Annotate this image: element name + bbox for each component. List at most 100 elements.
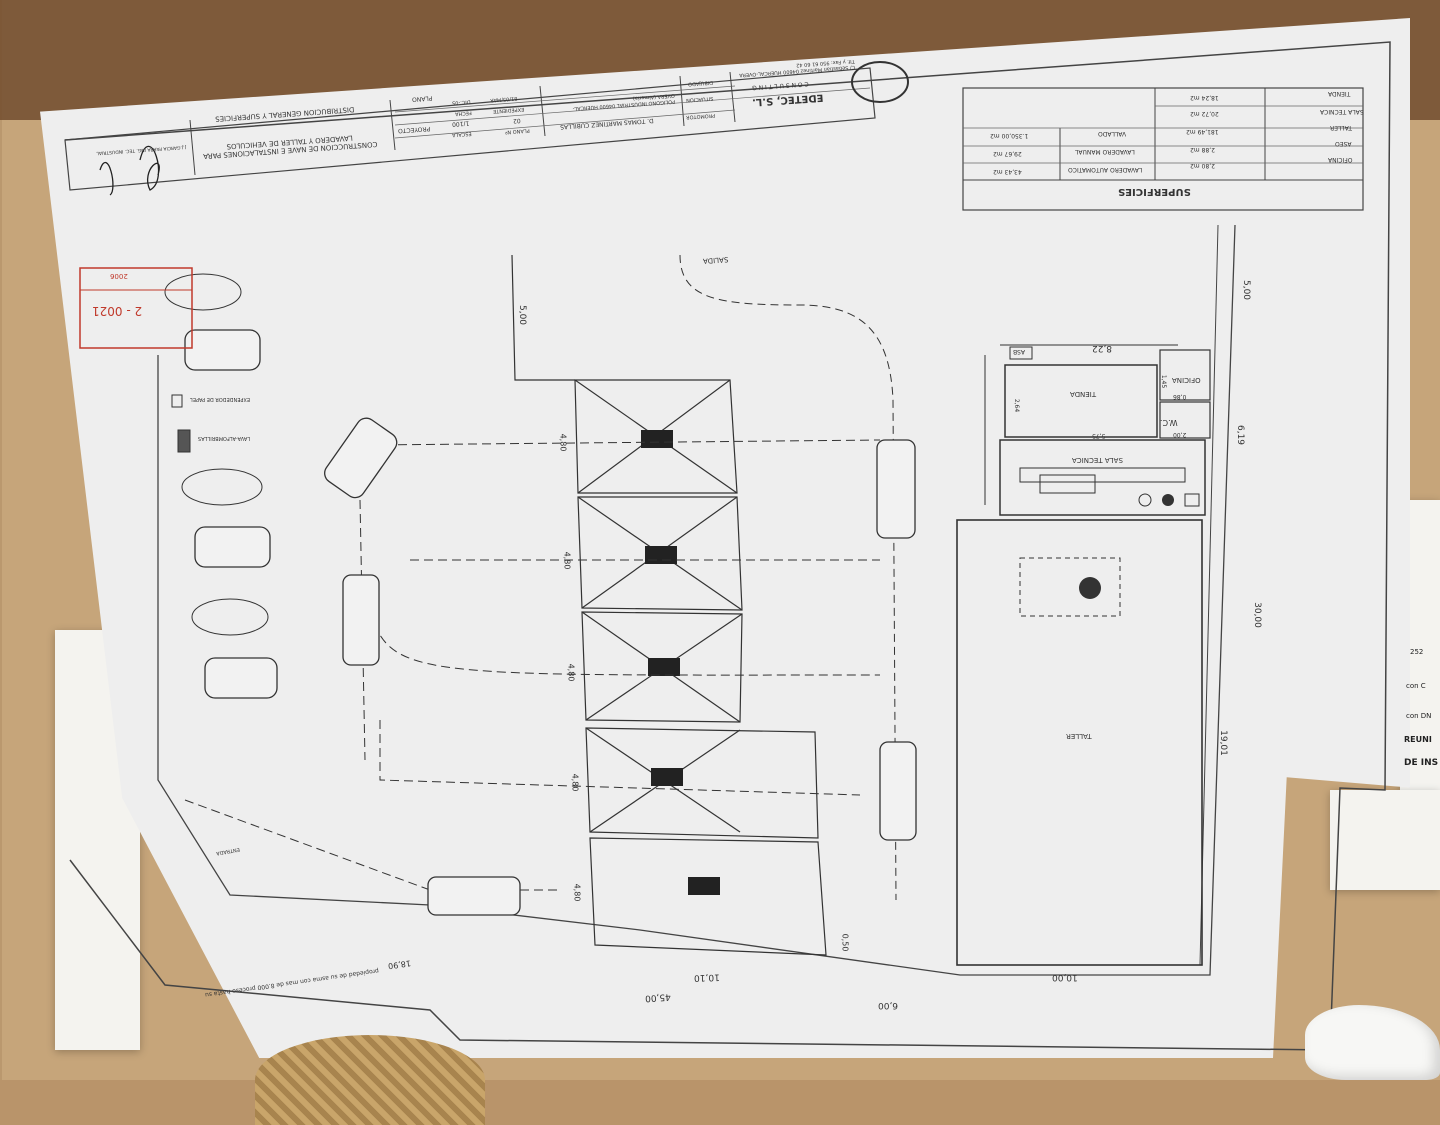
asb-box (1009, 346, 1033, 360)
edetec-logo (851, 61, 909, 103)
situation-label: SITUACION (685, 95, 714, 103)
plan-text-layer: EDETEC, S.L. C O N S U L T I N G C/ Seba… (92, 57, 1439, 1010)
sup-r4-c1: 2,80 m2 (1190, 162, 1215, 169)
dim-480-2: 4,80 (562, 551, 572, 570)
dim-264: 2,64 (1013, 398, 1021, 413)
dim-086: 0,86 (1173, 393, 1187, 400)
sup-r3-c1: 2,88 m2 (1190, 146, 1215, 153)
date-value: DIC.-05 (451, 98, 471, 106)
signature (139, 145, 160, 191)
scale-label: ESCALA (451, 130, 472, 138)
oficina-room (1159, 349, 1211, 401)
superficies-title: SUPERFICIES (1118, 186, 1191, 197)
dim-1000: 10,00 (1052, 972, 1078, 982)
taller-pit (1019, 557, 1121, 617)
dim-1890: 18,90 (387, 958, 412, 971)
dim-480-4: 4,80 (570, 773, 580, 792)
under-text-2: REUNI (1404, 735, 1432, 744)
plan-label: PLANO (411, 94, 433, 103)
label-salida: SALIDA (702, 255, 729, 265)
dim-822: 8,22 (1092, 343, 1113, 353)
under-text-5: 252 (1410, 648, 1424, 656)
sup-r2-c0: TALLER (1330, 124, 1352, 131)
drain-4 (651, 768, 683, 786)
wc-room (1159, 401, 1211, 439)
tienda-room (1004, 364, 1158, 438)
label-entrada: ENTRADA (215, 845, 241, 857)
dim-500-left: 5,00 (517, 304, 528, 326)
plan-title: DISTRIBUCION GENERAL Y SUPERFICIES (214, 105, 355, 123)
scale-value: 1/100 (451, 119, 470, 128)
stamp-number: 2 - 0021 (92, 304, 143, 318)
dim-3000: 30,00 (1251, 602, 1262, 628)
sup-r3-c2: LAVADERO MANUAL (1075, 148, 1135, 155)
dim-050: 0,50 (840, 933, 850, 952)
sup-r2-c2: VALLADO (1098, 130, 1127, 137)
wicker-basket (255, 1035, 485, 1125)
taller-room (956, 519, 1203, 966)
under-bottom-text: propiedad de su asma con mas de 8.000 pr… (204, 966, 380, 999)
plano-no-value: 02 (512, 116, 521, 125)
dim-500-top: 5,00 (1241, 279, 1252, 301)
site-fence (157, 224, 1236, 976)
label-oficina: OFICINA (1172, 376, 1201, 384)
underlying-paper-bottom (1330, 790, 1440, 890)
asb-label: ASB (1013, 348, 1026, 355)
company-address: C/ Sebastian Martinez 04600 HUERCAL-OVER… (738, 57, 856, 78)
dim-480-1: 4,80 (558, 433, 568, 452)
label-wc: W.C. (1160, 418, 1178, 427)
label-sala-tecnica: SALA TECNICA (1072, 456, 1123, 464)
dim-200: 2,00 (1173, 431, 1187, 438)
drain-3 (648, 658, 680, 676)
floor-plan-drawing (64, 41, 1391, 1051)
sup-r4-c2: LAVADERO AUTOMATICO (1068, 166, 1143, 173)
situation-value: POLIGONO INDUSTRIAL 04600 HUERCAL-OVERA … (572, 92, 676, 112)
under-text-3: con DN (1406, 712, 1432, 720)
sup-r2-c1: 181,49 m2 (1186, 128, 1219, 135)
machine-icons (164, 273, 269, 636)
signer-label: J.J.GARCIA PARRA ING. TEC. INDUSTRIAL (96, 143, 187, 156)
sup-r3-c0: ASEO (1335, 140, 1352, 147)
car-icons (184, 329, 917, 916)
promoter-value: D. TOMAS MARTINEZ CUBILLAS (559, 116, 654, 131)
label-taller: TALLER (1066, 732, 1092, 740)
expediente-value: 81/05/MAR (489, 95, 518, 103)
stamp-year: 2006 (110, 272, 128, 280)
sup-r3-c3: 29,67 m2 (993, 150, 1022, 157)
dim-575: 5,75 (1092, 432, 1106, 439)
sup-r2-c3: 1.350,00 m2 (990, 132, 1029, 139)
sup-r4-c0: OFICINA (1328, 156, 1353, 163)
label-lava-alfombrillas: LAVA-ALFOMBRILLAS (198, 435, 251, 441)
dim-480-3: 4,80 (566, 663, 576, 682)
dim-1010: 10,10 (693, 971, 720, 983)
registry-stamp (79, 267, 193, 349)
sup-r0-c1: 18,24 m2 (1190, 94, 1219, 101)
company-subtitle: C O N S U L T I N G (751, 80, 809, 91)
label-expendedor: EXPENDEDOR DE PAPEL (190, 396, 251, 402)
sala-tecnica-room (999, 439, 1206, 516)
under-text-1: DE INS (1404, 758, 1439, 768)
sup-r1-c1: 20,72 m2 (1190, 110, 1219, 117)
project-title: CONSTRUCCION DE NAVE E INSTALACIONES PAR… (202, 133, 378, 161)
date-label: FECHA (454, 109, 472, 117)
lift-icon (1079, 577, 1101, 599)
expediente-label: EXPEDIENTE (492, 105, 525, 115)
sup-r1-c0: SALA TECNICA (1320, 108, 1364, 115)
label-tienda: TIENDA (1070, 390, 1097, 398)
dim-600: 6,00 (878, 1000, 899, 1010)
drawn-label: DIBUJADO (687, 79, 714, 87)
sup-r0-c0: TIENDA (1328, 90, 1351, 97)
dim-4500: 45,00 (644, 991, 672, 1003)
drain-1 (641, 430, 673, 448)
under-text-4: con C (1406, 682, 1426, 690)
superficies-table (962, 87, 1364, 211)
dim-619: 6,19 (1235, 424, 1246, 446)
title-block (64, 67, 876, 191)
dim-1901: 19,01 (1217, 730, 1228, 756)
plano-no-label: PLANO Nº (504, 127, 530, 135)
sup-r4-c3: 43,43 m2 (993, 168, 1022, 175)
drain-5 (688, 877, 720, 895)
dim-145: 1,45 (1160, 374, 1168, 389)
promoter-label: PROMOTOR (685, 111, 716, 121)
dim-480-5: 4,80 (572, 883, 582, 902)
